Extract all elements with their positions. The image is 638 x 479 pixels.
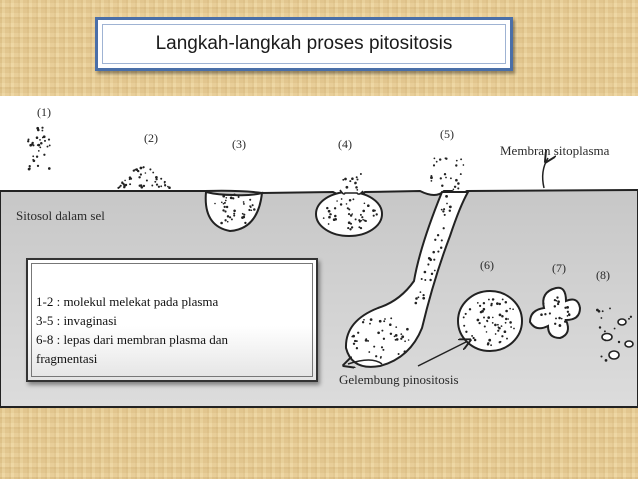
legend-line: 6-8 : lepas dari membran plasma dan — [36, 332, 229, 347]
legend-line: fragmentasi — [36, 351, 98, 366]
vesicle-label: Gelembung pinositosis — [339, 372, 459, 387]
fragment-vesicle — [617, 318, 627, 326]
free-vesicle — [457, 290, 523, 352]
vesicle-neck — [339, 189, 364, 195]
title-inner-frame: Langkah-langkah proses pitositosis — [102, 24, 506, 64]
step-label-7: (7) — [552, 261, 566, 275]
legend-line: 1-2 : molekul melekat pada plasma — [36, 294, 219, 309]
legend-line: 3-5 : invaginasi — [36, 313, 117, 328]
step-label-4: (4) — [338, 137, 352, 151]
step-label-5: (5) — [440, 127, 454, 141]
fragment-vesicle — [601, 332, 613, 342]
cytosol-label: Sitosol dalam sel — [16, 208, 105, 223]
slide-title: Langkah-langkah proses pitositosis — [155, 33, 453, 54]
molecule-dots — [27, 126, 633, 362]
title-frame: Langkah-langkah proses pitositosis — [95, 17, 513, 71]
vesicle-pointer-arrow — [417, 342, 466, 367]
fragment-vesicle — [624, 340, 634, 348]
step-label-6: (6) — [480, 258, 494, 272]
vesicle-pointer-arrow — [348, 360, 383, 364]
membrane-label: Membran sitoplasma — [500, 143, 610, 158]
step-label-8: (8) — [596, 268, 610, 282]
legend-box: 1-2 : molekul melekat pada plasma 3-5 : … — [26, 258, 318, 382]
step-label-3: (3) — [232, 137, 246, 151]
fragmenting-vesicle — [528, 286, 582, 340]
step-label-2: (2) — [144, 131, 158, 145]
legend-inner-frame: 1-2 : molekul melekat pada plasma 3-5 : … — [31, 263, 313, 377]
membrane-pointer-arrow — [541, 158, 548, 189]
step-label-1: (1) — [37, 105, 51, 119]
fragment-vesicle — [608, 350, 620, 360]
